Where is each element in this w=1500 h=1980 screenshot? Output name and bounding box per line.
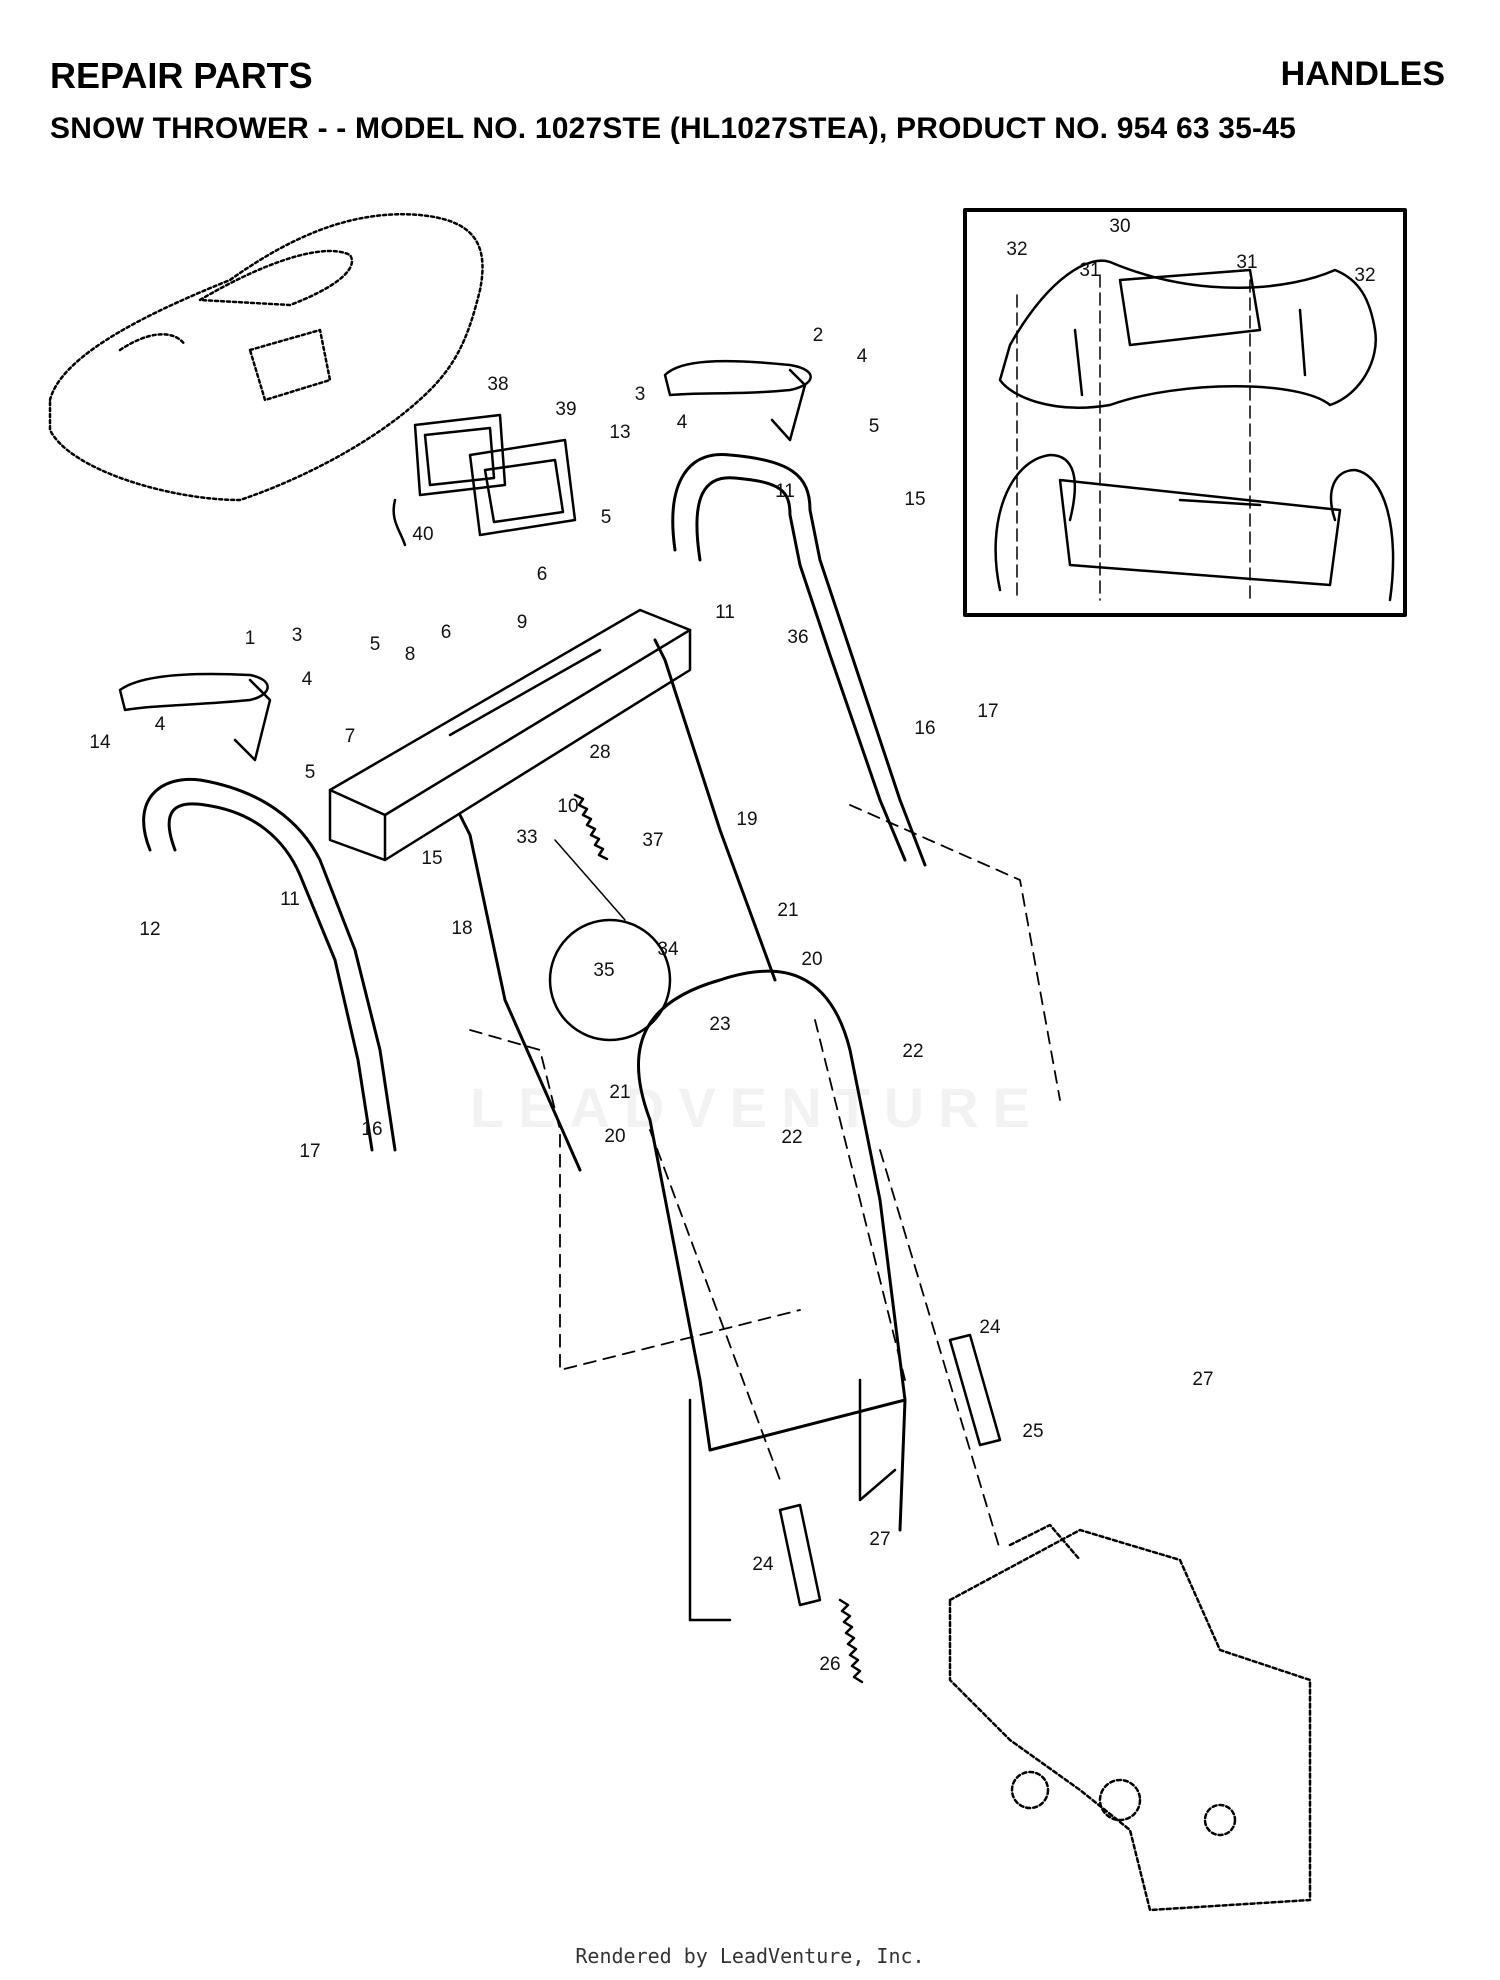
callout-23: 23 — [709, 1014, 730, 1035]
callout-17b: 17 — [299, 1141, 320, 1162]
upper-handle-right — [671, 452, 927, 867]
callout-8: 8 — [405, 644, 416, 665]
callout-15b: 15 — [421, 848, 442, 869]
cross-bar — [328, 608, 692, 862]
callout-5c: 5 — [370, 634, 381, 655]
callout-14: 14 — [89, 732, 111, 753]
upper-handle-left — [142, 777, 397, 1152]
detail-circle — [548, 918, 672, 1042]
callout-20: 20 — [801, 949, 822, 970]
control-rod-19 — [653, 638, 777, 982]
callout-11b: 11 — [715, 602, 735, 623]
callout-26: 26 — [819, 1654, 840, 1675]
control-rod-18 — [458, 813, 582, 1172]
callout-6b: 6 — [441, 622, 452, 643]
callout-31b: 31 — [1236, 252, 1257, 273]
spring-26 — [838, 1598, 864, 1684]
callout-24b: 24 — [752, 1554, 774, 1575]
callout-3b: 3 — [292, 625, 303, 646]
callout-6: 6 — [537, 564, 548, 585]
callout-35: 35 — [593, 960, 614, 981]
callout-2: 2 — [813, 325, 824, 346]
callout-9: 9 — [517, 612, 528, 633]
callout-32b: 32 — [1354, 265, 1375, 286]
handle-cover-right — [663, 359, 812, 397]
callout-4c: 4 — [302, 669, 313, 690]
callout-5d: 5 — [305, 762, 316, 783]
callout-22b: 22 — [781, 1127, 802, 1148]
callout-3: 3 — [635, 384, 646, 405]
callout-11: 11 — [775, 481, 795, 502]
callout-38: 38 — [487, 374, 508, 395]
callout-22: 22 — [902, 1041, 923, 1062]
callout-27: 27 — [1192, 1369, 1213, 1390]
callout-7: 7 — [345, 726, 356, 747]
callout-24: 24 — [979, 1317, 1001, 1338]
callout-37: 37 — [642, 830, 663, 851]
page-title: REPAIR PARTS — [50, 55, 313, 96]
callout-5b: 5 — [601, 507, 612, 528]
dash-panel — [48, 213, 484, 502]
tube-24-right — [948, 1333, 1002, 1447]
callout-4d: 4 — [155, 714, 166, 735]
callout-30: 30 — [1109, 216, 1130, 237]
callout-31: 31 — [1079, 260, 1100, 281]
callout-20b: 20 — [604, 1126, 625, 1147]
inset-frame — [963, 208, 1407, 617]
leader-lines — [469, 804, 1061, 1551]
callout-34: 34 — [657, 939, 679, 960]
callout-36: 36 — [787, 627, 808, 648]
callout-5: 5 — [869, 416, 880, 437]
callout-27b: 27 — [869, 1529, 890, 1550]
callout-18: 18 — [451, 918, 472, 939]
callout-25: 25 — [1022, 1421, 1043, 1442]
callout-4: 4 — [857, 346, 868, 367]
callout-10: 10 — [557, 796, 578, 817]
callout-16b: 16 — [361, 1119, 382, 1140]
callout-21b: 21 — [609, 1082, 630, 1103]
inset-leaders — [1016, 274, 1251, 601]
callout-39: 39 — [555, 399, 576, 420]
callout-40: 40 — [412, 524, 433, 545]
callout-15: 15 — [904, 489, 925, 510]
headlight — [392, 413, 577, 547]
callout-28: 28 — [589, 742, 610, 763]
callout-32: 32 — [1006, 239, 1027, 260]
callout-13: 13 — [609, 422, 630, 443]
callout-1: 1 — [245, 628, 256, 649]
callout-4b: 4 — [677, 412, 688, 433]
inset-dash-panel — [998, 259, 1378, 409]
callout-21: 21 — [777, 900, 798, 921]
callout-19: 19 — [736, 809, 757, 830]
model-subtitle: SNOW THROWER - - MODEL NO. 1027STE (HL10… — [50, 112, 1296, 145]
auger-housing — [948, 1523, 1312, 1912]
tube-24-left — [778, 1503, 822, 1607]
footer-credit: Rendered by LeadVenture, Inc. — [575, 1944, 925, 1968]
spring-37 — [573, 793, 609, 861]
watermark: LEADVENTURE — [470, 1076, 1045, 1139]
handle-cover-left — [118, 672, 269, 712]
callout-33: 33 — [516, 827, 537, 848]
callout-11c: 11 — [280, 889, 300, 910]
callout-16: 16 — [914, 718, 935, 739]
section-title: HANDLES — [1280, 55, 1445, 93]
lower-handle — [636, 969, 907, 1532]
inset-handle — [994, 453, 1395, 602]
callout-12: 12 — [139, 919, 160, 940]
callout-17: 17 — [977, 701, 998, 722]
